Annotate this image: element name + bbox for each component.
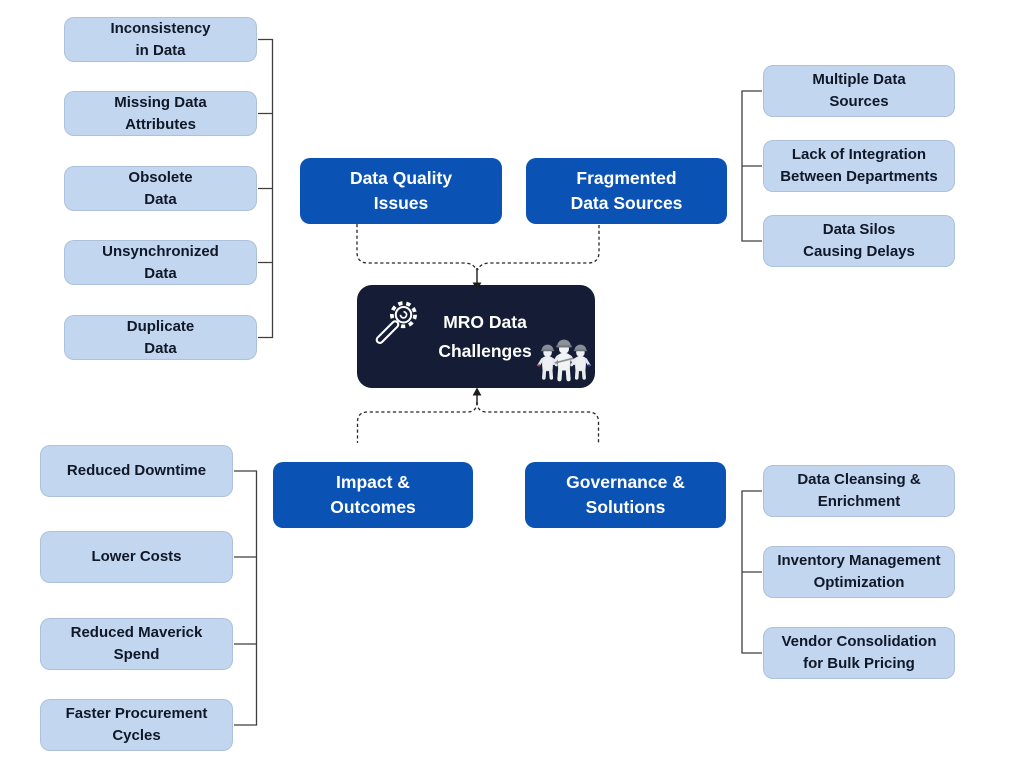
center-label: MRO Data Challenges <box>438 311 532 361</box>
leaf-label: Data Silos Causing Delays <box>803 221 915 260</box>
leaf-obsolete-data: Obsolete Data <box>64 166 257 211</box>
spine-impact-leaves <box>234 470 258 726</box>
branch-label: Impact & Outcomes <box>330 471 416 517</box>
leaf-label: Reduced Downtime <box>66 462 207 480</box>
branch-data-quality-issues: Data Quality Issues <box>300 158 502 224</box>
workers-figurines-icon <box>537 339 591 382</box>
leaf-label: Unsynchronized Data <box>102 242 219 282</box>
leaf-lack-of-integration: Lack of Integration Between Departments <box>763 140 955 192</box>
leaf-missing-data-attributes: Missing Data Attributes <box>64 91 257 136</box>
leaf-label: Missing Data Attributes <box>114 93 207 133</box>
leaf-label: Data Cleansing & Enrichment <box>797 471 921 510</box>
branch-label: Governance & Solutions <box>566 471 685 517</box>
leaf-label: Obsolete Data <box>128 168 193 208</box>
leaf-duplicate-data: Duplicate Data <box>64 315 257 360</box>
leaf-vendor-consolidation: Vendor Consolidation for Bulk Pricing <box>763 627 955 679</box>
leaf-unsynchronized-data: Unsynchronized Data <box>64 240 257 285</box>
center-node-mro-data-challenges: MRO Data Challenges <box>357 285 595 388</box>
leaf-inventory-management-optimization: Inventory Management Optimization <box>763 546 955 598</box>
gear-wrench-icon <box>375 301 417 344</box>
leaf-reduced-downtime: Reduced Downtime <box>40 445 233 497</box>
connector-center-to-impact <box>356 401 478 443</box>
spine-fragmented-leaves <box>741 90 762 242</box>
connector-center-to-governance <box>476 401 600 443</box>
branch-label: Data Quality Issues <box>349 167 453 213</box>
leaf-multiple-data-sources: Multiple Data Sources <box>763 65 955 117</box>
spine-data-quality-leaves <box>258 38 274 339</box>
connector-fragmented-to-center <box>476 225 600 271</box>
leaf-faster-procurement-cycles: Faster Procurement Cycles <box>40 699 233 751</box>
branch-label: Fragmented Data Sources <box>570 167 683 213</box>
branch-fragmented-data-sources: Fragmented Data Sources <box>526 158 727 224</box>
leaf-label: Inconsistency in Data <box>110 19 211 59</box>
leaf-data-cleansing-enrichment: Data Cleansing & Enrichment <box>763 465 955 517</box>
leaf-data-silos: Data Silos Causing Delays <box>763 215 955 267</box>
branch-governance-solutions: Governance & Solutions <box>525 462 726 528</box>
leaf-label: Multiple Data Sources <box>812 71 906 110</box>
leaf-label: Vendor Consolidation for Bulk Pricing <box>781 633 937 672</box>
leaf-inconsistency-in-data: Inconsistency in Data <box>64 17 257 62</box>
leaf-label: Inventory Management Optimization <box>777 552 941 591</box>
leaf-label: Duplicate Data <box>126 317 195 357</box>
arrowhead-bottom <box>472 387 482 396</box>
branch-impact-outcomes: Impact & Outcomes <box>273 462 473 528</box>
leaf-label: Faster Procurement Cycles <box>65 705 208 744</box>
leaf-lower-costs: Lower Costs <box>40 531 233 583</box>
leaf-label: Reduced Maverick Spend <box>70 624 203 663</box>
spine-governance-leaves <box>741 490 762 654</box>
leaf-reduced-maverick-spend: Reduced Maverick Spend <box>40 618 233 670</box>
connector-data-quality-to-center <box>356 224 478 271</box>
leaf-label: Lack of Integration Between Departments <box>780 146 938 185</box>
leaf-label: Lower Costs <box>91 548 182 566</box>
